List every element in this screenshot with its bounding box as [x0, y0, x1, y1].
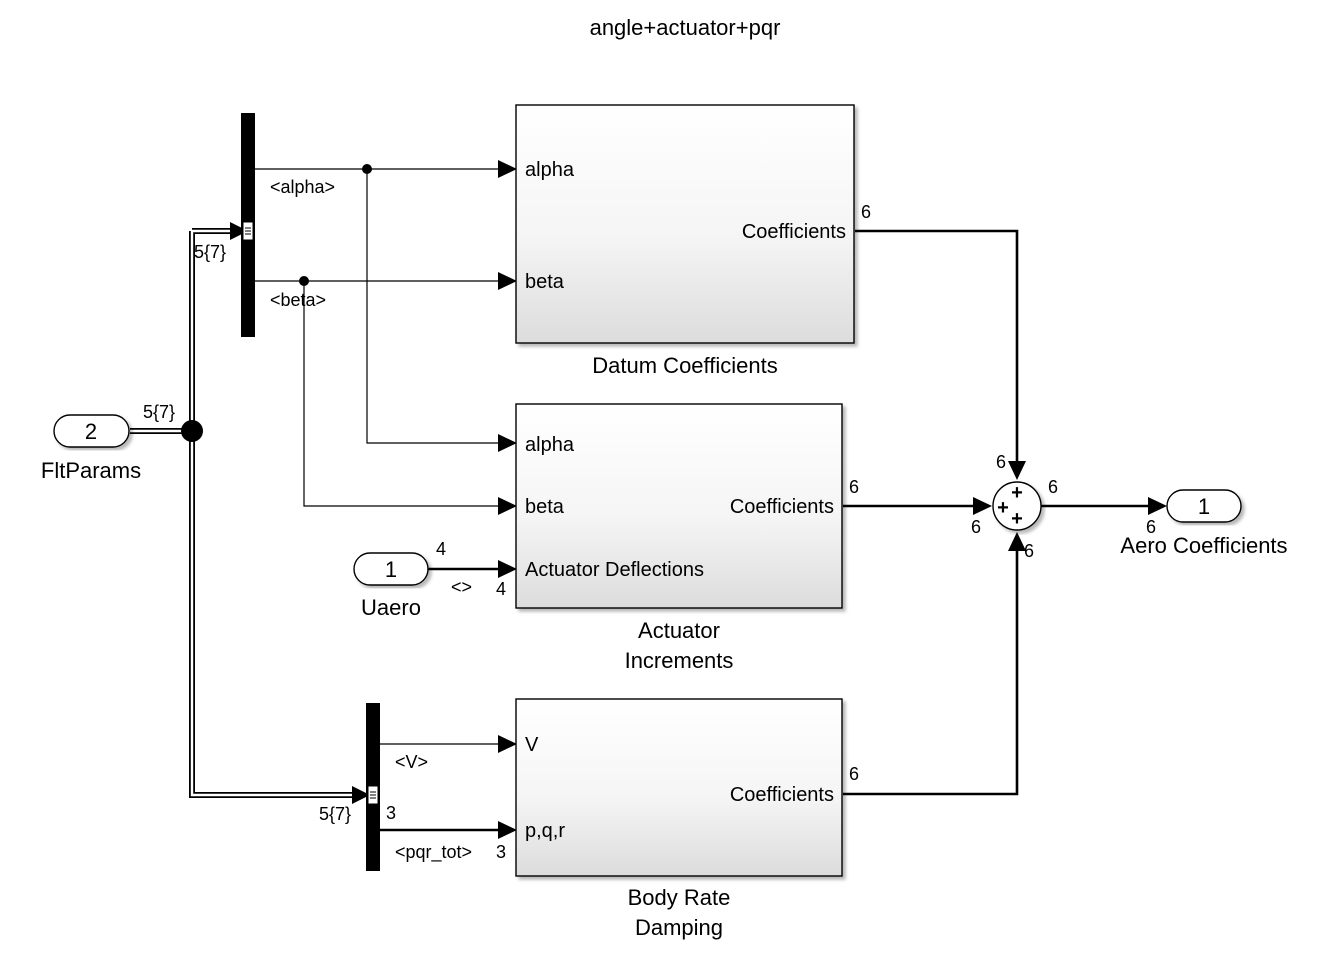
actuator-block-name-line2: Increments: [625, 648, 734, 673]
fltparams-port-number: 2: [85, 419, 97, 444]
dim-uaero-in: 4: [496, 579, 506, 599]
datum-coefficients-block[interactable]: alpha beta Coefficients: [515, 104, 855, 344]
signal-label-v: <V>: [395, 752, 428, 772]
bus-arrow-top: [230, 222, 248, 240]
dim-sum-out: 6: [1048, 477, 1058, 497]
damping-block-name-line2: Damping: [635, 915, 723, 940]
damping-port-coefficients: Coefficients: [730, 784, 834, 806]
dim-bus-top-selector: 5{7}: [194, 242, 226, 262]
beta-signal-wire[interactable]: [254, 280, 500, 507]
actuator-increments-block[interactable]: alpha beta Actuator Deflections Coeffici…: [515, 403, 843, 609]
sum-sign-top: +: [1011, 482, 1023, 504]
damping-block-name-line1: Body Rate: [628, 885, 731, 910]
dim-actuator-out: 6: [849, 477, 859, 497]
actuator-port-deflections: Actuator Deflections: [525, 559, 704, 581]
datum-block-name: Datum Coefficients: [592, 353, 777, 378]
bus-selector-top[interactable]: [241, 113, 255, 337]
uaero-port-number: 1: [385, 557, 397, 582]
dim-pqr-out: 3: [386, 803, 396, 823]
damping-output-wire[interactable]: [843, 548, 1019, 796]
alpha-signal-wire[interactable]: [254, 168, 500, 444]
alpha-branch-point: [362, 164, 372, 174]
dim-sum-in-left: 6: [971, 517, 981, 537]
signal-label-pqr: <pqr_tot>: [395, 842, 472, 863]
arrowheads: [498, 160, 1167, 839]
datum-port-alpha: alpha: [525, 159, 575, 181]
bus-branch-point: [181, 420, 203, 442]
bus-selector-bottom[interactable]: [366, 703, 380, 871]
dim-pqr-in: 3: [496, 842, 506, 862]
diagram-title: angle+actuator+pqr: [590, 15, 781, 40]
actuator-port-alpha: alpha: [525, 434, 575, 456]
sum-sign-left: +: [997, 497, 1009, 519]
datum-port-beta: beta: [525, 271, 565, 293]
dim-sum-in-top: 6: [996, 452, 1006, 472]
outport-number: 1: [1198, 494, 1210, 519]
dim-sum-in-bottom: 6: [1024, 541, 1034, 561]
actuator-port-beta: beta: [525, 496, 565, 518]
dim-damping-out: 6: [849, 764, 859, 784]
signal-label-beta: <beta>: [270, 290, 326, 310]
signal-label-uaero: <>: [451, 577, 472, 597]
damping-port-pqr: p,q,r: [525, 820, 565, 842]
dim-datum-out: 6: [861, 202, 871, 222]
fltparams-port-name: FltParams: [41, 458, 141, 483]
dim-outport-in: 6: [1146, 517, 1156, 537]
sum-sign-bottom: +: [1011, 508, 1023, 530]
datum-port-coefficients: Coefficients: [742, 221, 846, 243]
dim-uaero-out: 4: [436, 539, 446, 559]
signal-label-alpha: <alpha>: [270, 177, 335, 197]
aero-coefficients-outport[interactable]: 1: [1166, 489, 1242, 523]
actuator-port-coefficients: Coefficients: [730, 496, 834, 518]
actuator-block-name-line1: Actuator: [638, 618, 720, 643]
outport-name: Aero Coefficients: [1120, 533, 1287, 558]
body-rate-damping-block[interactable]: V p,q,r Coefficients: [515, 698, 843, 877]
fltparams-inport[interactable]: 2: [53, 414, 130, 448]
bus-arrow-bottom: [352, 786, 370, 804]
uaero-inport[interactable]: 1: [353, 552, 429, 586]
dim-bus-bottom-selector: 5{7}: [319, 804, 351, 824]
uaero-port-name: Uaero: [361, 595, 421, 620]
datum-output-wire[interactable]: [855, 229, 1019, 462]
bus-wire[interactable]: [130, 228, 362, 798]
sum-block[interactable]: + + +: [992, 481, 1042, 531]
damping-port-v: V: [525, 734, 539, 756]
dim-bus-input: 5{7}: [143, 402, 175, 422]
beta-branch-point: [299, 276, 309, 286]
